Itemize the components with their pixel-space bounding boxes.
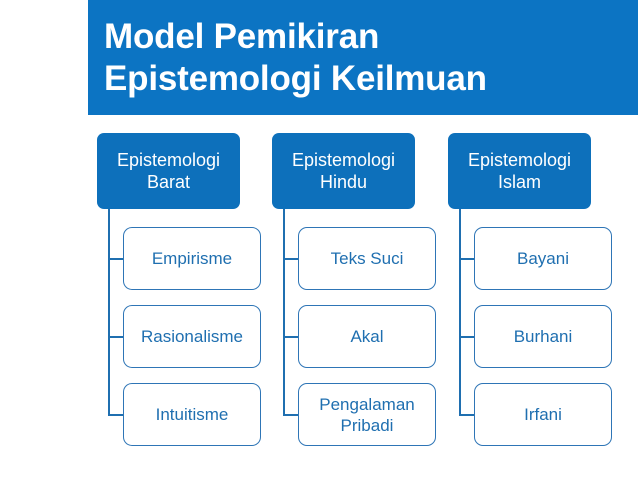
category-header-islam-label: Epistemologi Islam bbox=[468, 149, 571, 193]
node-empirisme-label: Empirisme bbox=[151, 249, 233, 268]
node-pengalaman-pribadi[interactable]: Pengalaman Pribadi bbox=[298, 383, 436, 446]
node-intuitisme[interactable]: Intuitisme bbox=[123, 383, 261, 446]
node-rasionalisme-label: Rasionalisme bbox=[140, 327, 244, 346]
category-header-hindu[interactable]: Epistemologi Hindu bbox=[272, 133, 415, 209]
category-header-hindu-label: Epistemologi Hindu bbox=[292, 149, 395, 193]
node-irfani-label: Irfani bbox=[524, 405, 562, 424]
connector-spine-barat bbox=[108, 209, 110, 416]
node-bayani-label: Bayani bbox=[517, 249, 569, 268]
connector-elbow-hindu-2 bbox=[284, 336, 298, 338]
category-header-hindu-line-2: Hindu bbox=[319, 172, 368, 192]
category-header-islam-line-1: Epistemologi bbox=[467, 150, 572, 170]
category-header-hindu-line-1: Epistemologi bbox=[291, 150, 396, 170]
node-akal[interactable]: Akal bbox=[298, 305, 436, 368]
category-header-islam-line-2: Islam bbox=[497, 172, 541, 192]
category-header-barat-line-2: Barat bbox=[146, 172, 191, 192]
category-header-barat[interactable]: Epistemologi Barat bbox=[97, 133, 240, 209]
node-empirisme[interactable]: Empirisme bbox=[123, 227, 261, 290]
connector-elbow-islam-3 bbox=[460, 414, 474, 416]
category-header-islam[interactable]: Epistemologi Islam bbox=[448, 133, 591, 209]
page-title-line-1: Model Pemikiran bbox=[104, 17, 380, 56]
connector-elbow-hindu-1 bbox=[284, 258, 298, 260]
node-teks-suci-label: Teks Suci bbox=[330, 249, 404, 268]
diagram-column-hindu: Epistemologi Hindu Teks Suci Akal Pengal… bbox=[272, 0, 448, 478]
category-header-barat-label: Epistemologi Barat bbox=[117, 149, 220, 193]
node-pengalaman-pribadi-label: Pengalaman Pribadi bbox=[319, 394, 415, 435]
connector-spine-hindu bbox=[283, 209, 285, 416]
connector-elbow-islam-1 bbox=[460, 258, 474, 260]
node-akal-label: Akal bbox=[350, 327, 384, 346]
diagram-column-barat: Epistemologi Barat Empirisme Rasionalism… bbox=[97, 0, 273, 478]
connector-elbow-barat-1 bbox=[109, 258, 123, 260]
connector-elbow-hindu-3 bbox=[284, 414, 298, 416]
node-rasionalisme[interactable]: Rasionalisme bbox=[123, 305, 261, 368]
node-burhani[interactable]: Burhani bbox=[474, 305, 612, 368]
node-intuitisme-label: Intuitisme bbox=[155, 405, 229, 424]
title-banner: Model Pemikiran Epistemologi Keilmuan bbox=[88, 0, 638, 115]
category-header-barat-line-1: Epistemologi bbox=[116, 150, 221, 170]
node-burhani-label: Burhani bbox=[513, 327, 573, 346]
node-teks-suci[interactable]: Teks Suci bbox=[298, 227, 436, 290]
node-irfani[interactable]: Irfani bbox=[474, 383, 612, 446]
connector-elbow-barat-2 bbox=[109, 336, 123, 338]
diagram-column-islam: Epistemologi Islam Bayani Burhani Irfani bbox=[448, 0, 624, 478]
connector-spine-islam bbox=[459, 209, 461, 416]
connector-elbow-barat-3 bbox=[109, 414, 123, 416]
page-title-line-2: Epistemologi Keilmuan bbox=[104, 59, 487, 98]
node-bayani[interactable]: Bayani bbox=[474, 227, 612, 290]
connector-elbow-islam-2 bbox=[460, 336, 474, 338]
